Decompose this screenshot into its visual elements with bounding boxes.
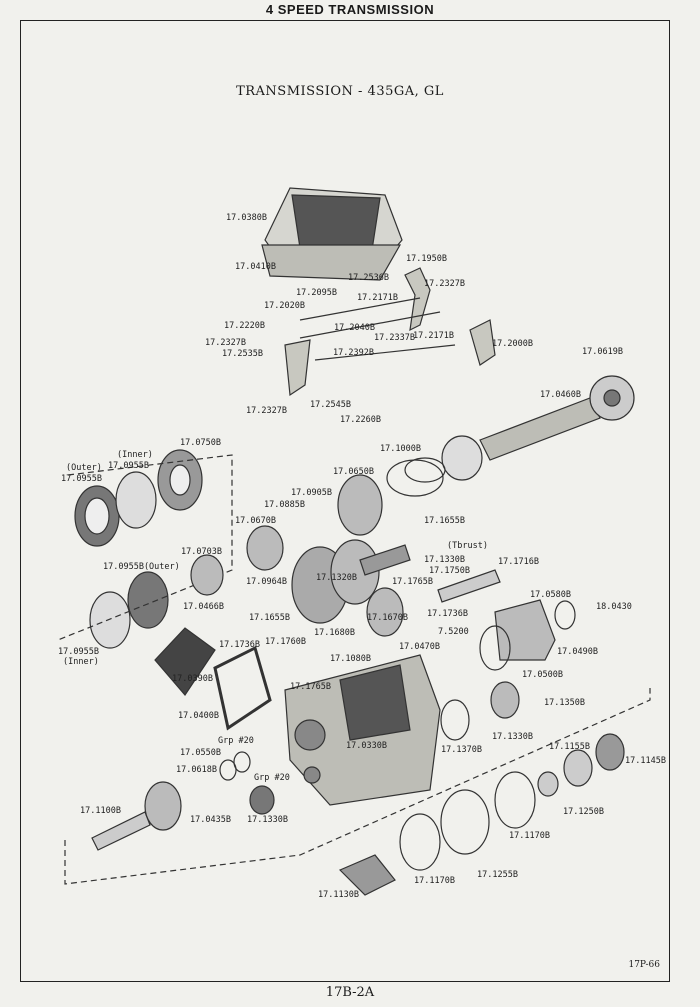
part-label: 17.1170B [414,876,455,886]
part-label: 17.1250B [563,807,604,817]
part-label: 17.0750B [180,438,221,448]
input-shaft [91,781,182,851]
shift-forks [284,267,496,397]
part-label: 17.0955B [61,474,102,484]
part-label: 17.0955B [108,461,149,471]
part-label: 17.2260B [340,415,381,425]
part-label: 17.0490B [557,647,598,657]
part-label: 17.0670B [235,516,276,526]
part-label: 17.2095B [296,288,337,298]
part-label: 17.0905B [291,488,332,498]
part-label: 17.0580B [530,590,571,600]
page-header: 4 SPEED TRANSMISSION [265,2,435,17]
part-label: 17.2000B [492,339,533,349]
part-label: 17.1130B [318,890,359,900]
part-label: 17.1680B [314,628,355,638]
diagram-title: TRANSMISSION - 435GA, GL [236,84,444,99]
part-label: Grp #20 [254,773,290,783]
part-label: 17.0435B [190,815,231,825]
part-label: 17.0380B [226,213,267,223]
part-label: 17.1330B [492,732,533,742]
part-label: 17.1370B [441,745,482,755]
part-label: 17.1750B [429,566,470,576]
part-label: 17.0550B [180,748,221,758]
part-label: 17.2171B [357,293,398,303]
part-label: 17.2337B [374,333,415,343]
part-label: 17.0500B [522,670,563,680]
part-label: 17.0400B [178,711,219,721]
part-label: 17.2327B [205,338,246,348]
part-label: 17.1736B [427,609,468,619]
part-label: 17.1736B [219,640,260,650]
part-label: 17.1080B [330,654,371,664]
part-label: 17.1100B [80,806,121,816]
part-label: 17.1670B [367,613,408,623]
part-label: 18.0430 [596,602,632,612]
part-label: 17.0964B [246,577,287,587]
part-label: 17.1155B [549,742,590,752]
part-label: 17.1716B [498,557,539,567]
part-label: 17.2327B [424,279,465,289]
part-label: 17.2545B [310,400,351,410]
part-label: 17.2040B [334,323,375,333]
main-shaft [441,375,635,481]
part-label: (Inner) [117,450,153,460]
synchro-rings [74,449,203,649]
cover-housing [261,187,403,281]
part-label: 7.5200 [438,627,469,637]
part-label: 17.1330B [247,815,288,825]
part-label: 17.0650B [333,467,374,477]
part-label: 17.2327B [246,406,287,416]
part-label: 17.2220B [224,321,265,331]
part-label: (Outer) [66,463,102,473]
part-label: 17.1255B [477,870,518,880]
part-label: (Tbrust) [447,541,488,551]
part-label: 17.1655B [249,613,290,623]
part-label: 17.2392B [333,348,374,358]
page-footer: 17B-2A [325,985,375,1000]
part-label: 17.1170B [509,831,550,841]
part-label: 17.2171B [413,331,454,341]
part-label: 17.0410B [235,262,276,272]
page-code: 17P-66 [628,960,660,970]
part-label: 17.0618B [176,765,217,775]
part-label: 17.1765B [290,682,331,692]
part-label: 17.1760B [265,637,306,647]
part-label: Grp #20 [218,736,254,746]
part-label: 17.0330B [346,741,387,751]
gears [190,457,446,637]
part-label: 17.0955B(Outer) [103,562,180,572]
part-label: 17.1950B [406,254,447,264]
part-label: 17.0885B [264,500,305,510]
countershaft [437,569,501,603]
part-label: 17.1765B [392,577,433,587]
part-label: 17.0703B [181,547,222,557]
part-label: 17.0470B [399,642,440,652]
part-label: 17.0390B [172,674,213,684]
part-label: 17.0619B [582,347,623,357]
part-label: 17.1145B [625,756,666,766]
part-label: 17.2535B [222,349,263,359]
pto-cover [479,599,576,671]
part-label: 17.2536B [348,273,389,283]
part-label: 17.0466B [183,602,224,612]
part-label: 17.2020B [264,301,305,311]
part-label: 17.0460B [540,390,581,400]
main-case [284,654,441,806]
part-label: 17.1330B [424,555,465,565]
lower-components [219,681,625,896]
gaskets [154,627,272,731]
part-label: 17.1350B [544,698,585,708]
part-label: 17.1655B [424,516,465,526]
part-label: 17.1000B [380,444,421,454]
part-label: (Inner) [63,657,99,667]
diagram-frame [20,20,670,982]
part-label: 17.1320B [316,573,357,583]
part-label: 17.0955B [58,647,99,657]
